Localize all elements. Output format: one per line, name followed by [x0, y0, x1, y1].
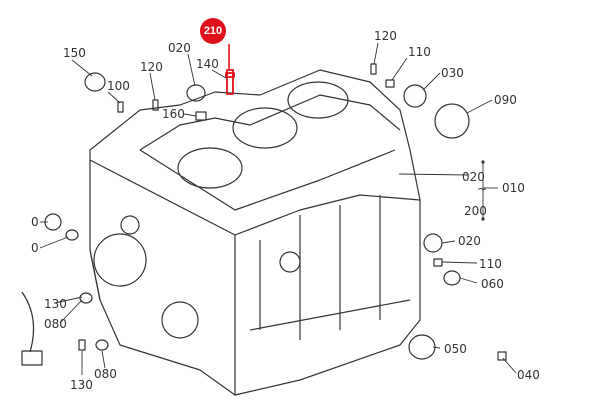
part-020-plug-right	[423, 233, 443, 253]
part-100-pin	[117, 101, 124, 113]
callout-030: 030	[441, 66, 464, 80]
callout-080-bottom: 080	[94, 367, 117, 381]
part-080-plug-left	[79, 292, 93, 304]
callout-200: 200	[464, 204, 487, 218]
callout-010: 010	[502, 181, 525, 195]
front-bore-medium	[161, 301, 199, 339]
top-deck-edge	[139, 94, 401, 211]
part-020-plug-top	[186, 84, 206, 102]
highlight-badge-210[interactable]: 210	[200, 18, 226, 44]
range-marker: ~	[477, 182, 488, 196]
callout-050: 050	[444, 342, 467, 356]
callout-110-top: 110	[408, 45, 431, 59]
callout-090: 090	[494, 93, 517, 107]
part-120-pin-right	[370, 63, 377, 75]
part-160-bolt	[195, 111, 207, 121]
part-150-seal	[84, 72, 106, 92]
cylinder-bore-1	[177, 147, 243, 189]
left-edge-part-mid	[65, 229, 79, 241]
side-port	[279, 251, 301, 273]
highlight-washer-210	[225, 72, 235, 78]
part-130-pin-bottom	[78, 339, 86, 351]
callout-140: 140	[196, 57, 219, 71]
part-110-dowel-top	[385, 79, 395, 88]
callout-partial-top-left: 0	[31, 215, 39, 229]
engine-block-outline	[89, 69, 421, 396]
part-060-plug	[443, 270, 461, 286]
callout-040: 040	[517, 368, 540, 382]
callout-020-right: 020	[458, 234, 481, 248]
part-120-pin-left	[152, 99, 159, 111]
highlight-part-210	[226, 69, 234, 95]
part-050-seal	[408, 334, 436, 360]
callout-partial-mid-left: 0	[31, 241, 39, 255]
callout-120-right: 120	[374, 29, 397, 43]
side-ribs	[234, 194, 421, 340]
cylinder-bore-3	[287, 81, 349, 119]
callout-120-left: 120	[140, 60, 163, 74]
callout-130-left: 130	[44, 297, 67, 311]
callout-130-bottom: 130	[70, 378, 93, 392]
callout-080-left: 080	[44, 317, 67, 331]
part-040-bolt	[497, 351, 507, 361]
front-face	[89, 159, 236, 395]
part-030-plug	[403, 84, 427, 108]
cylinder-bore-2	[232, 107, 298, 149]
part-110-dowel-right	[433, 258, 443, 267]
callout-100: 100	[107, 79, 130, 93]
callout-060: 060	[481, 277, 504, 291]
callout-020-top: 020	[168, 41, 191, 55]
left-edge-arc	[21, 291, 35, 353]
callout-020-group: 020	[462, 170, 485, 184]
part-080-plug-bottom	[95, 339, 109, 351]
front-bore-small	[120, 215, 140, 235]
part-090-cap	[434, 103, 470, 139]
callout-160: 160	[162, 107, 185, 121]
callout-150: 150	[63, 46, 86, 60]
front-bore-large	[93, 233, 147, 287]
left-edge-stub	[21, 350, 43, 366]
callout-110-right: 110	[479, 257, 502, 271]
